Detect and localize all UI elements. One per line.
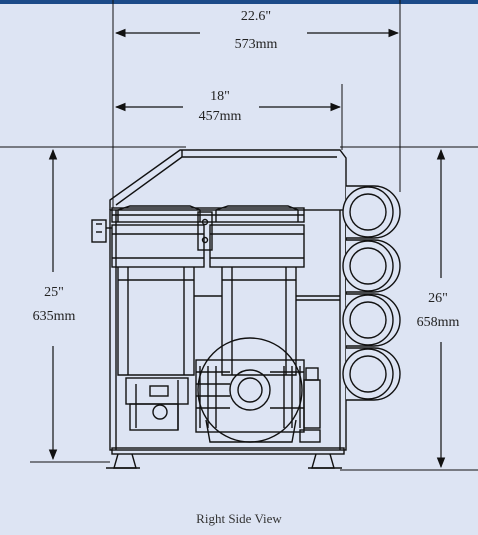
overall-height-mm: 658mm [416,315,460,330]
frame-width-mm: 457mm [198,109,242,124]
overall-height-inches: 26" [428,291,448,306]
frame-height-inches: 25" [44,285,64,300]
frame-width-inches: 18" [210,89,230,104]
extension-lines [0,0,478,471]
pipe-coil-stack [342,185,401,401]
machine-body [91,149,347,469]
overall-width-mm: 573mm [234,37,278,52]
overall-width-inches: 22.6" [240,9,272,24]
top-accent-bar [0,0,478,4]
view-caption: Right Side View [196,511,282,526]
frame-height-mm: 635mm [32,309,76,324]
dimension-arrows [48,28,446,469]
